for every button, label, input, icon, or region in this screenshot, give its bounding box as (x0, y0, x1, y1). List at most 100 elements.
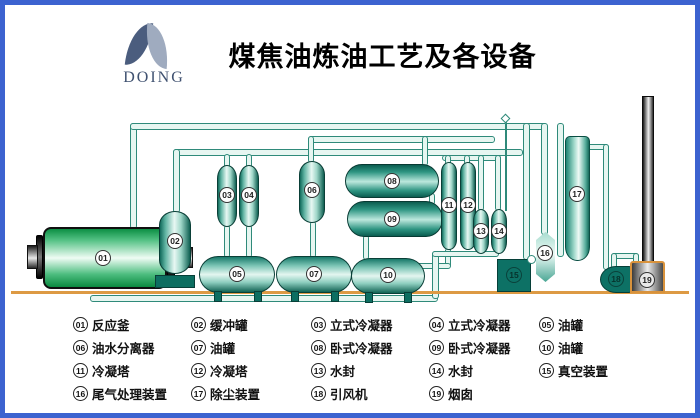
ground-line (11, 291, 689, 294)
legend-number: 19 (429, 386, 444, 401)
logo-wordmark: DOING (123, 69, 185, 86)
legend-number: 03 (311, 317, 326, 332)
legend-number: 05 (539, 317, 554, 332)
legend-label: 油罐 (558, 319, 584, 333)
node-tag-02: 02 (167, 233, 183, 249)
legend-number: 12 (191, 363, 206, 378)
legend-number: 14 (429, 363, 444, 378)
pipe-segment (603, 144, 609, 270)
pipe-segment (523, 123, 530, 260)
legend-number: 08 (311, 340, 326, 355)
vent-pipe (505, 121, 507, 211)
legend-item: 08 卧式冷凝器 (311, 338, 393, 357)
legend-item: 14 水封 (429, 361, 473, 380)
legend-item: 15 真空装置 (539, 361, 608, 380)
legend-item: 16 尾气处理装置 (73, 384, 167, 403)
pipe-segment (308, 136, 314, 163)
legend-number: 10 (539, 340, 554, 355)
legend-item: 12 冷凝塔 (191, 361, 248, 380)
node-tag-16: 16 (537, 245, 553, 261)
legend-label: 真空装置 (558, 365, 609, 379)
legend-label: 反应釜 (92, 319, 130, 333)
node-tag-17: 17 (569, 186, 585, 202)
node-tag-03: 03 (219, 187, 235, 203)
pipe-segment (308, 136, 495, 143)
legend-item: 17 除尘装置 (191, 384, 260, 403)
legend-item: 13 水封 (311, 361, 355, 380)
legend-item: 02 缓冲罐 (191, 315, 248, 334)
legend-number: 13 (311, 363, 326, 378)
pipe-segment (90, 295, 438, 302)
legend-label: 卧式冷凝器 (448, 342, 511, 356)
legend-label: 卧式冷凝器 (330, 342, 393, 356)
pipe-segment (310, 221, 316, 258)
page-title: 煤焦油炼油工艺及各设备 (228, 42, 537, 72)
legend-label: 油罐 (558, 342, 584, 356)
legend-item: 11 冷凝塔 (73, 361, 130, 380)
legend-number: 15 (539, 363, 554, 378)
legend-label: 水封 (448, 365, 474, 379)
legend-number: 18 (311, 386, 326, 401)
pipe-segment (224, 225, 230, 258)
legend-item: 04 立式冷凝器 (429, 315, 511, 334)
buffer-tank-02 (159, 211, 191, 274)
node-tag-01: 01 (95, 250, 111, 266)
legend-label: 立式冷凝器 (330, 319, 393, 333)
legend-number: 09 (429, 340, 444, 355)
legend-label: 烟囱 (448, 388, 474, 402)
legend-item: 19 烟囱 (429, 384, 473, 403)
legend-label: 除尘装置 (210, 388, 261, 402)
legend-number: 11 (73, 363, 88, 378)
pipe-segment (173, 149, 180, 213)
legend-label: 冷凝塔 (210, 365, 248, 379)
legend-item: 06 油水分离器 (73, 338, 155, 357)
legend: 01 反应釜 02 缓冲罐 03 立式冷凝器 04 立式冷凝器 05 油罐 06 油水分离器… (65, 311, 665, 411)
legend-label: 油水分离器 (92, 342, 155, 356)
buffer-tank-base (155, 275, 195, 288)
node-tag-06: 06 (304, 182, 320, 198)
legend-number: 01 (73, 317, 88, 332)
pipe-segment (541, 123, 548, 235)
legend-number: 04 (429, 317, 444, 332)
reactor-left-shaft (27, 245, 38, 269)
pipe-segment (246, 225, 252, 258)
node-tag-10: 10 (380, 267, 396, 283)
legend-item: 01 反应釜 (73, 315, 130, 334)
node-tag-15: 15 (506, 267, 522, 283)
pipe-segment (432, 251, 499, 257)
chimney-stack-19 (642, 96, 654, 263)
horizontal-condenser-09 (347, 201, 443, 237)
pipe-segment (422, 136, 428, 166)
legend-label: 缓冲罐 (210, 319, 248, 333)
legend-number: 06 (73, 340, 88, 355)
legend-label: 水封 (330, 365, 356, 379)
node-tag-11: 11 (441, 197, 457, 213)
node-tag-13: 13 (473, 223, 489, 239)
legend-item: 05 油罐 (539, 315, 583, 334)
legend-number: 16 (73, 386, 88, 401)
legend-label: 立式冷凝器 (448, 319, 511, 333)
legend-item: 09 卧式冷凝器 (429, 338, 511, 357)
valve-icon (527, 255, 536, 264)
legend-label: 油罐 (210, 342, 236, 356)
node-tag-14: 14 (491, 223, 507, 239)
legend-label: 冷凝塔 (92, 365, 130, 379)
pipe-segment (557, 123, 564, 257)
legend-number: 02 (191, 317, 206, 332)
node-tag-05: 05 (229, 266, 245, 282)
legend-item: 10 油罐 (539, 338, 583, 357)
legend-number: 17 (191, 386, 206, 401)
node-tag-08: 08 (384, 173, 400, 189)
node-tag-04: 04 (241, 187, 257, 203)
node-tag-09: 09 (384, 211, 400, 227)
legend-label: 尾气处理装置 (92, 388, 168, 402)
legend-item: 03 立式冷凝器 (311, 315, 393, 334)
pipe-segment (363, 235, 369, 260)
pipe-segment (130, 123, 547, 130)
pipe-segment (478, 155, 484, 211)
node-tag-18: 18 (608, 271, 624, 287)
node-tag-19: 19 (639, 272, 655, 288)
